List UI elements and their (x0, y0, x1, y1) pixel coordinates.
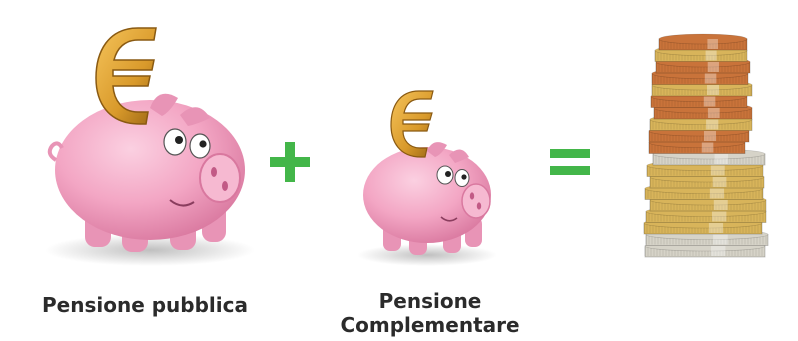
label-pensione-complementare: Pensione Complementare (340, 289, 520, 337)
coin (646, 160, 764, 177)
coin (658, 33, 748, 51)
pig-eyes (163, 128, 211, 159)
pig-snout (461, 183, 491, 219)
small-piggy-bank-illustration (357, 90, 497, 266)
large-piggy-bank-illustration (45, 27, 255, 266)
plus-sign (270, 142, 310, 182)
euro-icon (95, 27, 157, 125)
pig-snout (199, 153, 241, 203)
pig-eyes (436, 165, 470, 187)
euro-icon (390, 90, 434, 158)
coin-stack-icon (643, 33, 769, 258)
equals-sign (550, 149, 590, 175)
label-pensione-pubblica: Pensione pubblica (42, 293, 248, 317)
